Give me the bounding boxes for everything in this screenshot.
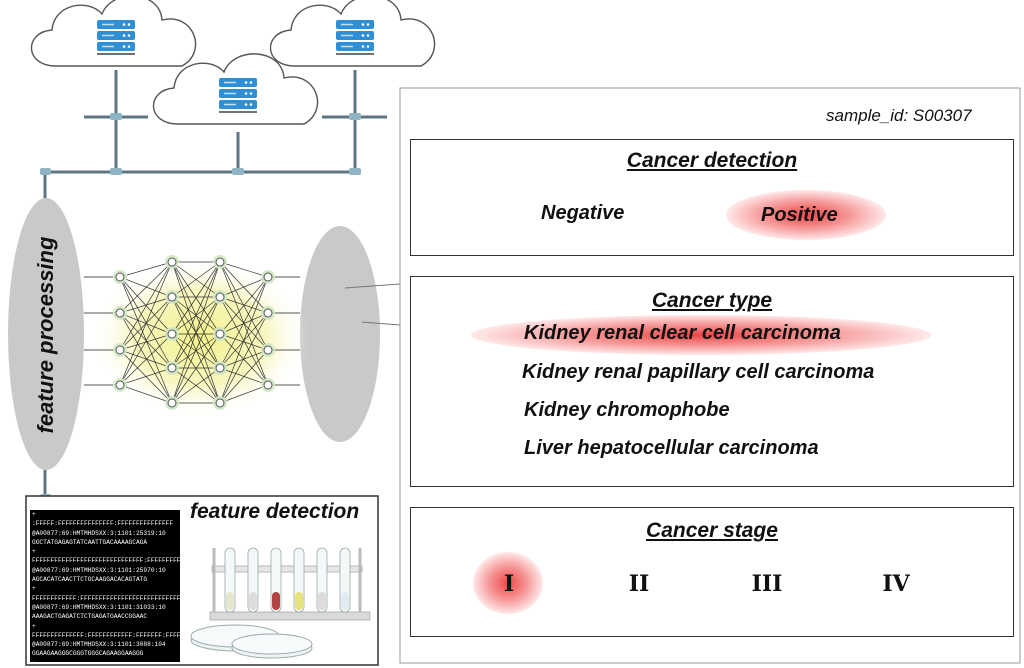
cloud-server-icon — [152, 53, 319, 125]
test-tube-rack-icon — [209, 547, 371, 621]
results-frame — [399, 87, 1021, 664]
stage-option-iii: III — [751, 571, 783, 597]
cancer-type-panel: Cancer type Kidney renal clear cell carc… — [410, 276, 1014, 487]
sequence-line: @A00877:69:HMTMHDSXX:3:1101:25970:10 — [32, 566, 166, 574]
sequence-line: + — [32, 548, 36, 556]
type-option-1: Kidney renal papillary cell carcinoma — [522, 361, 875, 383]
cloud-server-icon — [30, 0, 197, 67]
feature-processing-label: feature processing — [33, 236, 58, 434]
sequence-reads: +:FFFFF:FFFFFFFFFFFFFFF:FFFFFFFFFFFFFFF@… — [30, 510, 180, 662]
output-ellipse — [300, 226, 380, 442]
stage-option-i: I — [503, 571, 515, 597]
type-option-2: Kidney chromophobe — [524, 399, 730, 421]
cancer-stage-heading: Cancer stage — [646, 519, 778, 542]
sequence-line: FFFFFFFFFFFF:FFFFFFFFFFFFFFFFFFFFFFFFFFF… — [32, 594, 180, 602]
detection-option-negative: Negative — [541, 202, 625, 224]
sequence-line: @A00877:69:HMTMHDSXX:3:1101:3088:104 — [32, 641, 166, 649]
cancer-detection-panel: Cancer detection Negative Positive — [410, 139, 1014, 256]
selected-highlight — [726, 190, 886, 240]
sequence-line: FFFFFFFFFFFFFFFFFFFFFFFFFFFFFF:FFFFFFFFF… — [32, 557, 180, 565]
cancer-type-heading: Cancer type — [651, 289, 773, 312]
server-network-lines — [43, 70, 387, 498]
neural-network-icon — [84, 255, 300, 410]
selected-highlight — [473, 552, 543, 614]
type-option-0: Kidney renal clear cell carcinoma — [524, 322, 841, 344]
sequence-line: + — [30, 659, 180, 662]
detection-option-positive: Positive — [761, 204, 838, 226]
sequence-line: AGCACATCAACTTCTGCAAGGACACAGTATG — [32, 576, 148, 584]
cancer-detection-heading: Cancer detection — [626, 149, 798, 172]
sequence-line: @A00877:69:HMTMHDSXX:3:1101:25319:10 — [32, 529, 166, 537]
stage-option-iv: IV — [882, 571, 910, 597]
sequence-line: GGAAGAAGGGCGGGTGGGCAGAAGGAAGGG — [32, 650, 144, 658]
feature-processing-ellipse — [8, 198, 84, 470]
sequence-line: FFFFFFFFFFFFFF:FFFFFFFFFFFF:FFFFFFF:FFFF… — [32, 631, 180, 639]
selected-highlight — [471, 315, 931, 355]
petri-dish-icon — [190, 624, 313, 659]
cloud-servers — [30, 0, 436, 125]
feature-detection-label: feature detection — [190, 500, 360, 523]
sequence-line: GGCTATGAGAGTATCAATTGACAAAAGCAGA — [32, 538, 148, 546]
type-option-3: Liver hepatocellular carcinoma — [524, 437, 819, 459]
sequence-line: AAAGACTGAGATCTCTGAGATGAACCGGAAC — [32, 613, 148, 621]
sequence-line: + — [32, 585, 36, 593]
sequence-line: + — [32, 511, 36, 518]
panel-connectors — [344, 283, 401, 326]
sequence-line: @A00877:69:HMTMHDSXX:3:1101:31033:10 — [32, 603, 166, 611]
sequence-line: :FFFFF:FFFFFFFFFFFFFFF:FFFFFFFFFFFFFFF — [32, 520, 174, 528]
cloud-server-icon — [269, 0, 436, 67]
sample-id: sample_id: S00307 — [826, 106, 972, 125]
sequence-line: + — [32, 622, 36, 630]
stage-option-ii: II — [628, 571, 650, 597]
cancer-stage-panel: Cancer stage I II III IV — [410, 507, 1014, 637]
